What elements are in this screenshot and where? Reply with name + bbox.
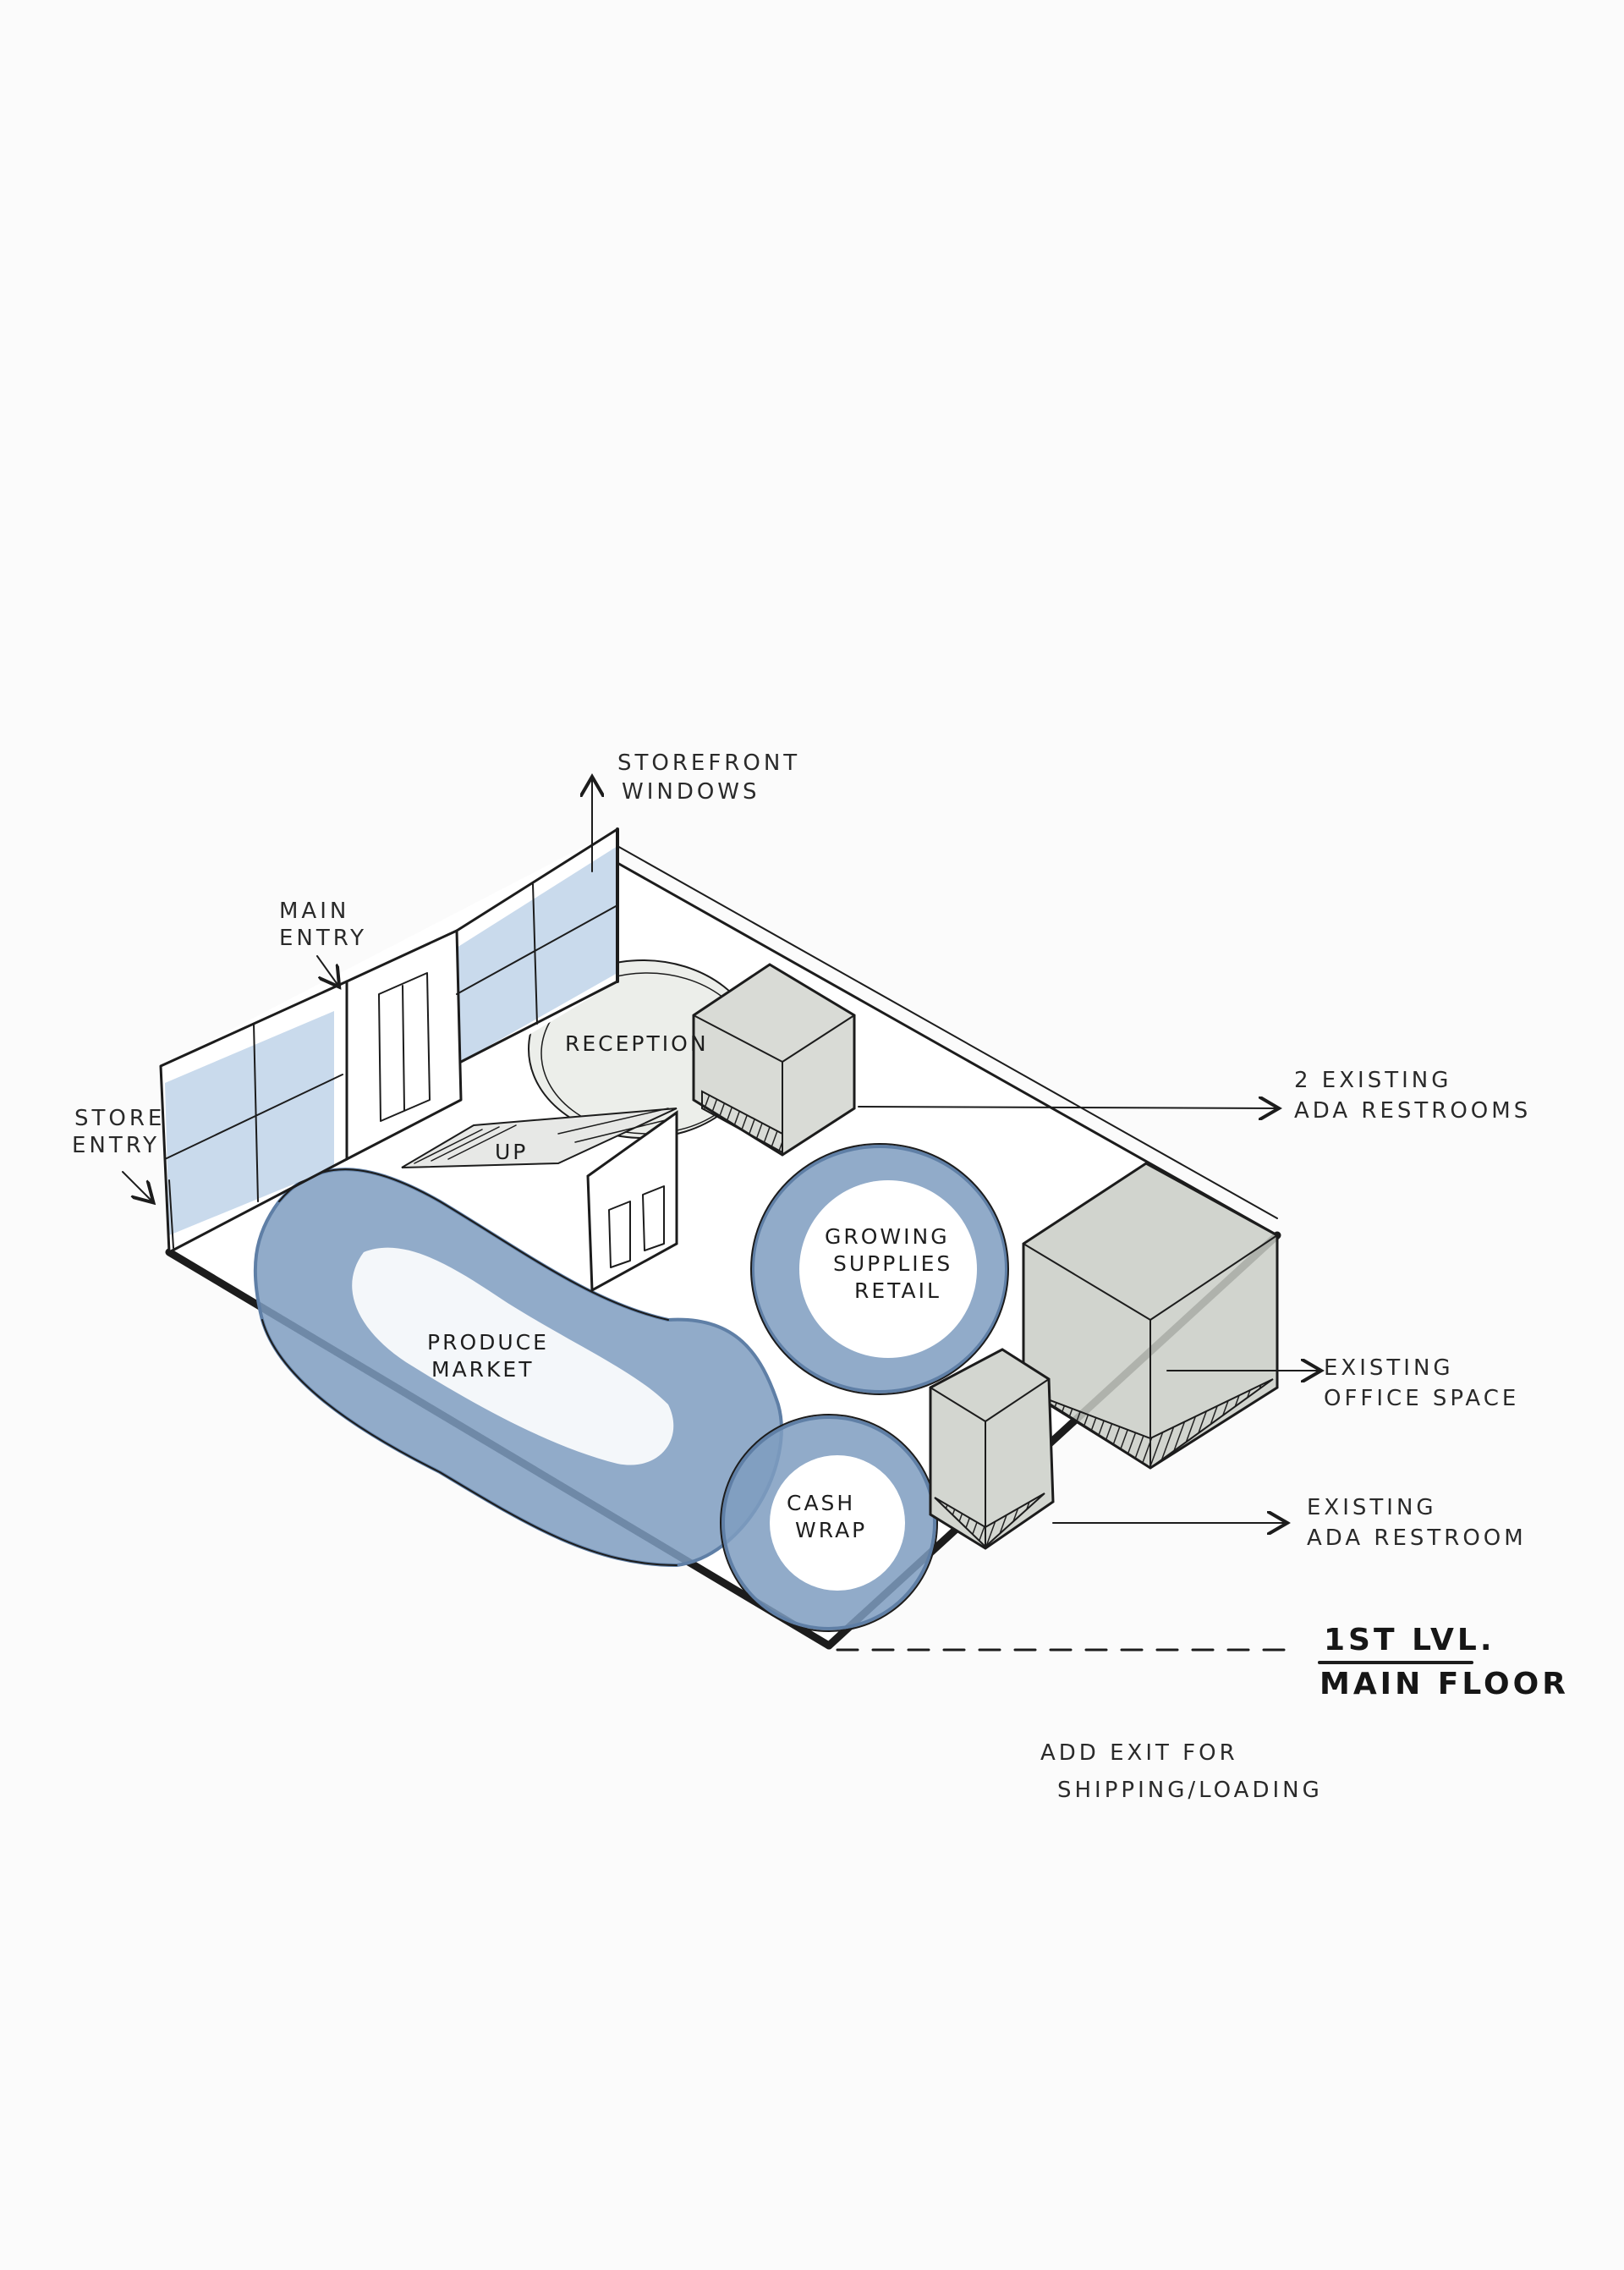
level-label: 1ST LVL.MAIN FLOOR [1320, 1623, 1569, 1701]
restrooms-box [692, 963, 856, 1157]
office-box [1022, 1162, 1279, 1470]
produce-market-zone [253, 1168, 783, 1568]
leader-lines [122, 778, 1473, 1664]
up-label: UP [495, 1140, 528, 1164]
storefront-wall [159, 827, 619, 1254]
cash-wrap-zone [720, 1414, 938, 1632]
restroom-box [929, 1348, 1055, 1550]
reception-label: RECEPTION [565, 1031, 709, 1056]
growing-supplies-zone [750, 1143, 1009, 1395]
stair-partition [401, 1108, 678, 1293]
